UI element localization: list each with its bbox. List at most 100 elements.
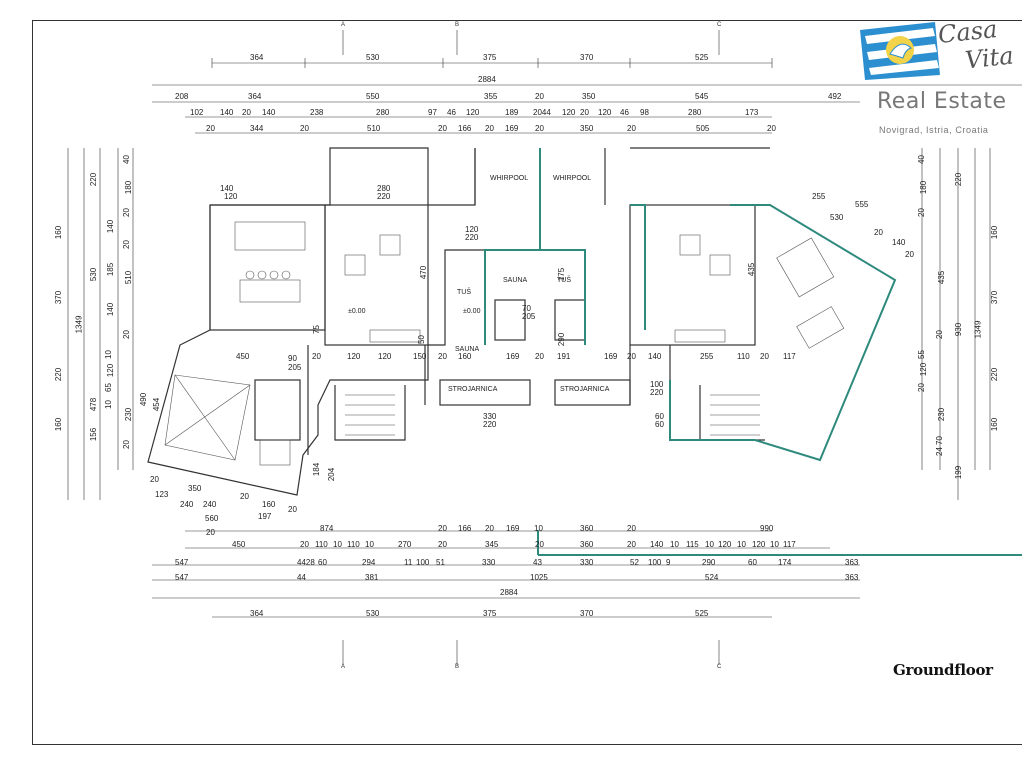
- room-sauna-right: SAUNA: [455, 346, 480, 353]
- dim-label: 120: [718, 540, 732, 549]
- dim-label: 20: [121, 240, 131, 249]
- dim-label: 270: [398, 540, 412, 549]
- dim-label: 20: [300, 124, 309, 133]
- dim-label: 560: [205, 514, 219, 523]
- dim-label: 220: [650, 388, 664, 397]
- dim-label: 20: [760, 352, 769, 361]
- dim-label: 199: [954, 465, 964, 480]
- dim-label: 240: [203, 500, 217, 509]
- dim-label: 435: [937, 270, 947, 285]
- dim-label: 20: [121, 330, 131, 339]
- dim-label: 990: [760, 524, 774, 533]
- dim-label: 20: [240, 492, 249, 501]
- dim-label: 1349: [74, 315, 84, 334]
- room-strojarnica-left: STROJARNICA: [448, 386, 498, 393]
- brand-subtitle: Real Estate: [877, 89, 1007, 114]
- dim-label: 330: [483, 412, 497, 421]
- axis-label-bottom-b: B: [455, 664, 460, 670]
- dim-label: 140: [650, 540, 664, 549]
- dim-label: 20: [627, 124, 636, 133]
- dim-label: 140: [648, 352, 662, 361]
- dim-label: 20: [874, 228, 883, 237]
- dim-label: 120: [347, 352, 361, 361]
- dim-label: 140: [106, 219, 116, 234]
- dim-label: 230: [124, 407, 134, 422]
- dim-label: 20: [767, 124, 776, 133]
- dim-label: 185: [106, 262, 116, 277]
- dim-label: 191: [557, 352, 571, 361]
- axis-label-bottom-c: C: [717, 664, 722, 670]
- dim-label: 70: [934, 436, 944, 445]
- dim-label: 102: [190, 108, 204, 117]
- dim-label: 280: [688, 108, 702, 117]
- dim-total-bottom: 2884: [500, 588, 518, 597]
- dim-label: 117: [783, 540, 796, 549]
- dim-label: 350: [188, 484, 202, 493]
- logo-flag-icon: [860, 22, 940, 80]
- dim-label: 20: [535, 92, 544, 101]
- dim-label: 205: [288, 363, 302, 372]
- dim-label: 470: [419, 265, 429, 280]
- dim-label: 490: [139, 392, 149, 407]
- dim-label: 255: [700, 352, 714, 361]
- dim-label: 52: [630, 558, 639, 567]
- dim-label: 169: [604, 352, 618, 361]
- dim-label: 375: [483, 53, 497, 62]
- dim-label: 205: [522, 312, 536, 321]
- dim-label: 220: [377, 192, 391, 201]
- dim-label: 184: [312, 462, 322, 477]
- dim-label: 220: [954, 172, 964, 187]
- room-sauna-left: SAUNA: [503, 277, 528, 284]
- dim-label: 20: [438, 352, 447, 361]
- dim-label: 530: [366, 609, 380, 618]
- dim-label: 10: [770, 540, 779, 549]
- dim-label: 140: [262, 108, 276, 117]
- dim-label: 120: [465, 225, 479, 234]
- dim-label: 20: [916, 383, 926, 392]
- dim-label: 524: [705, 573, 719, 582]
- dim-label: 43: [533, 558, 542, 567]
- dim-label: 360: [580, 540, 594, 549]
- dim-label: 230: [937, 407, 947, 422]
- dim-label: 169: [506, 524, 520, 533]
- furniture: [164, 221, 845, 466]
- room-whirpool-right: WHIRPOOL: [553, 175, 592, 182]
- dim-label: 20: [438, 124, 447, 133]
- dim-label: 350: [580, 124, 594, 133]
- dim-label: 60: [318, 558, 327, 567]
- dim-label: 9: [666, 558, 671, 567]
- dim-label: 505: [696, 124, 710, 133]
- dim-label: 160: [990, 225, 1000, 240]
- dim-label: 110: [737, 352, 750, 361]
- dim-label: 1025: [530, 573, 548, 582]
- dim-label: 547: [175, 573, 189, 582]
- dim-label: 166: [458, 524, 472, 533]
- dim-label: 173: [745, 108, 759, 117]
- dim-label: 555: [855, 200, 869, 209]
- dim-label: 370: [54, 290, 64, 305]
- drawing-frame: [32, 20, 1022, 745]
- dim-label: 120: [224, 192, 238, 201]
- dim-label: 24: [934, 447, 944, 456]
- dim-label: 65: [103, 383, 113, 392]
- dim-label: 364: [248, 92, 262, 101]
- axis-label-top-b: B: [455, 22, 460, 28]
- dim-label: 140: [220, 108, 234, 117]
- dim-label: 10: [737, 540, 746, 549]
- dim-label: 478: [89, 397, 99, 412]
- dim-label: 363: [845, 558, 859, 567]
- dim-label: 20: [627, 524, 636, 533]
- dim-total-top: 2884: [478, 75, 496, 84]
- dim-label: 46: [447, 108, 456, 117]
- dim-label: 20: [905, 250, 914, 259]
- dim-label: 330: [482, 558, 496, 567]
- dim-label: 525: [695, 53, 709, 62]
- level-marker-left: ±0.00: [348, 308, 366, 315]
- dim-label: 197: [258, 512, 272, 521]
- dim-label: 120: [562, 108, 576, 117]
- dim-label: 204: [327, 467, 337, 482]
- dim-label: 435: [747, 262, 757, 277]
- dim-label: 120: [919, 362, 929, 377]
- dim-label: 120: [378, 352, 392, 361]
